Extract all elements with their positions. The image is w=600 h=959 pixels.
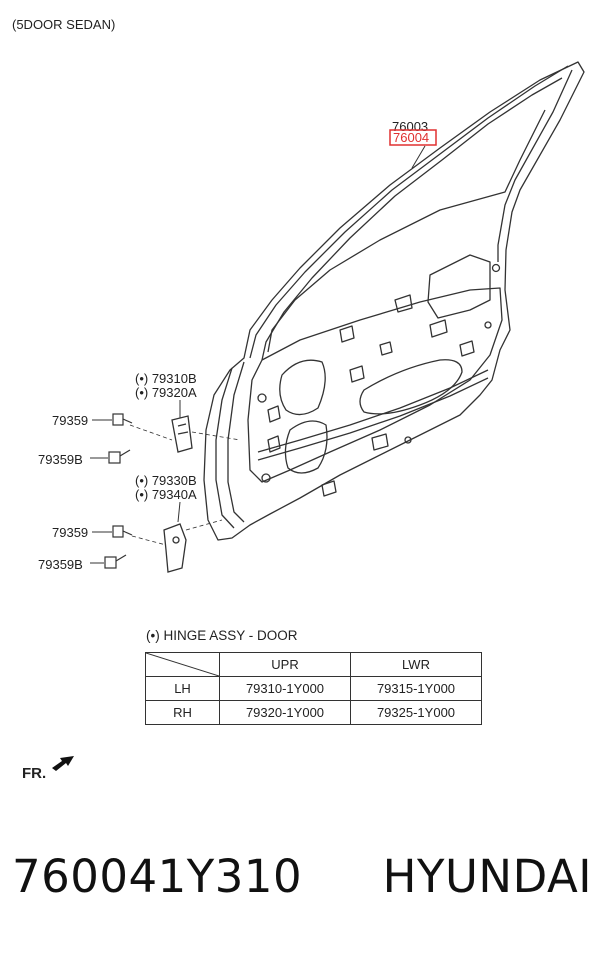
hinge-table-wrapper: UPR LWR LH 79310-1Y000 79315-1Y000 RH 79… [145,652,482,725]
lower-bolt-icon [112,525,133,538]
corner-diagonal [146,653,219,676]
door-panel [203,61,585,541]
row-rh-upr: 79320-1Y000 [219,700,351,725]
table-corner-cell [145,652,220,677]
door-callout: 76003 76004 [389,119,437,169]
footer-caption: 760041Y310 HYUNDAI [12,850,592,903]
front-direction-arrow-icon [52,756,74,771]
leader-line-lower-hinge [177,501,181,523]
leader-line-door [411,145,426,169]
table-caption: (•) HINGE ASSY - DOOR [146,628,298,643]
table-header-row: UPR LWR [145,652,482,677]
header-lwr: LWR [350,652,482,677]
lower-hinge-bracket [163,523,187,573]
hinge-assy-table: UPR LWR LH 79310-1Y000 79315-1Y000 RH 79… [145,652,482,725]
row-side-rh: RH [145,700,220,725]
lower-hinge-group: (•) 79330B (•) 79340A 79359 79359B [38,473,223,573]
upper-hinge-bracket [171,415,193,453]
footer-brand: HYUNDAI [382,850,592,903]
callout-highlight-box [389,129,437,146]
callout-76004[interactable]: 76004 [393,130,429,145]
table-row: LH 79310-1Y000 79315-1Y000 [145,676,482,701]
row-lh-upr: 79310-1Y000 [219,676,351,701]
upper-hinge-group: (•) 79310B (•) 79320A 79359 79359B [38,371,241,467]
upper-bolt-b-label: 79359B [38,452,83,467]
upper-bolt-label: 79359 [52,413,88,428]
front-direction-label: FR. [22,765,47,782]
lower-hinge-code-2: (•) 79340A [135,487,197,502]
upper-bolt-b-icon [108,449,131,464]
lower-hinge-code-1: (•) 79330B [135,473,197,488]
header-upr: UPR [219,652,351,677]
variant-label: (5DOOR SEDAN) [12,17,115,32]
row-lh-lwr: 79315-1Y000 [350,676,482,701]
lower-bolt-label: 79359 [52,525,88,540]
lower-bolt-b-label: 79359B [38,557,83,572]
row-rh-lwr: 79325-1Y000 [350,700,482,725]
upper-hinge-code-1: (•) 79310B [135,371,197,386]
footer-part-number: 760041Y310 [12,850,303,903]
row-side-lh: LH [145,676,220,701]
upper-hinge-code-2: (•) 79320A [135,385,197,400]
lower-bolt-b-icon [104,554,127,569]
upper-bolt-icon [112,413,133,426]
table-row: RH 79320-1Y000 79325-1Y000 [145,700,482,725]
